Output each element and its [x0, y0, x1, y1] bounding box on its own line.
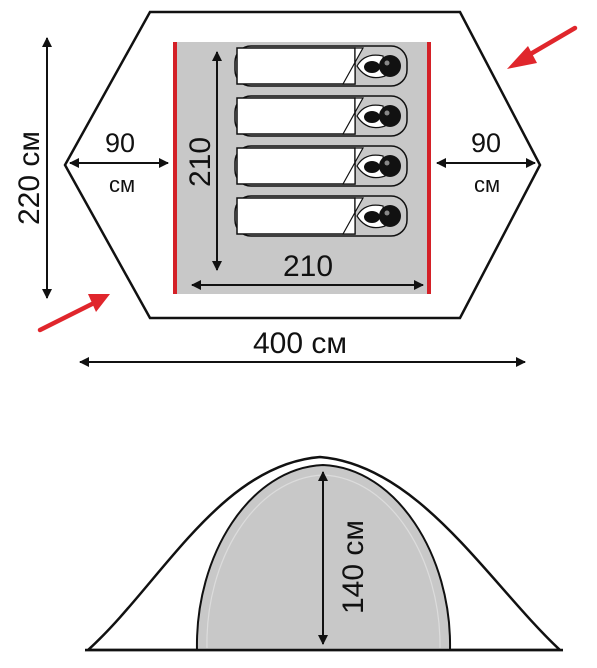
vestibule-right-unit: см: [474, 172, 500, 197]
entrance-arrow-icon: [37, 294, 110, 333]
vestibule-left-value: 90: [105, 128, 135, 158]
sleeping-places: [234, 45, 408, 237]
floor-plan: 210 210 90 см 90 см 220 см 400 см: [13, 10, 578, 367]
inner-wall-right: [427, 42, 431, 294]
sleeping-person-icon: [234, 195, 408, 237]
height-label: 140 см: [337, 520, 370, 614]
side-elevation: 140 см: [84, 455, 564, 652]
inner-length-label: 210: [184, 137, 217, 187]
inner-wall-left: [173, 42, 177, 294]
vestibule-right-value: 90: [471, 128, 501, 158]
entrance-arrow-icon: [507, 25, 578, 69]
sleeping-person-icon: [234, 45, 408, 87]
sleeping-person-icon: [234, 145, 408, 187]
inner-width-label: 210: [283, 250, 333, 283]
length-label: 400 см: [253, 327, 347, 360]
sleeping-person-icon: [234, 95, 408, 137]
vestibule-left-unit: см: [109, 172, 135, 197]
width-label: 220 см: [13, 131, 46, 225]
